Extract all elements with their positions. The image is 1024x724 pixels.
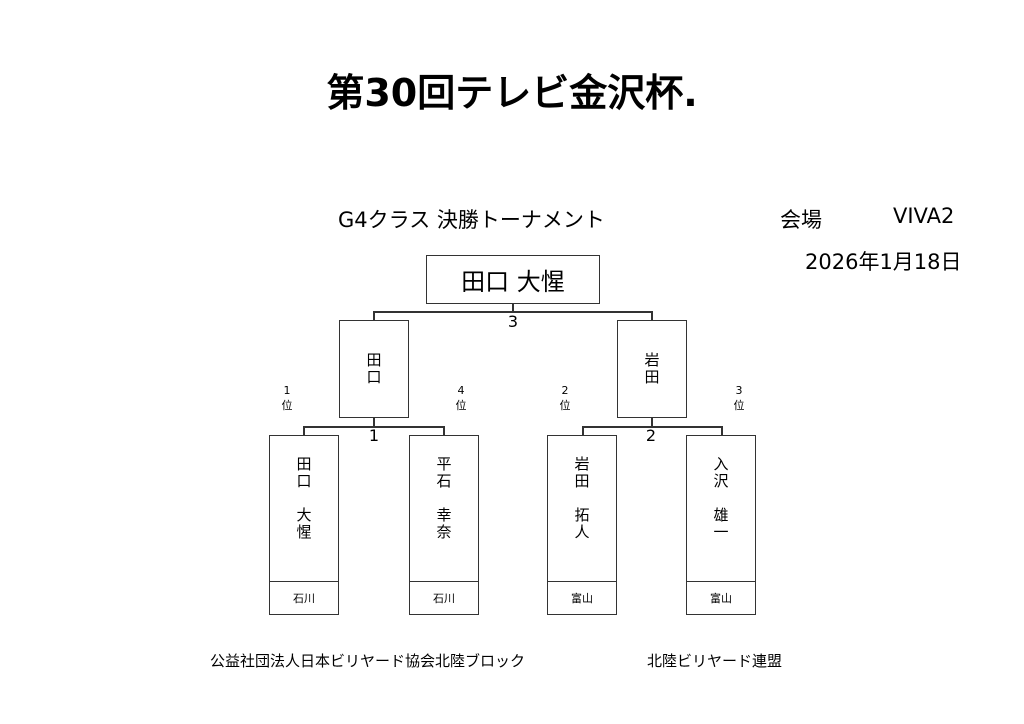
bracket-line (651, 311, 653, 320)
rank-number: 1 (283, 384, 291, 397)
rank-suffix: 位 (281, 399, 293, 412)
bracket-line (512, 304, 514, 312)
bracket-line (373, 418, 375, 427)
bracket-line (582, 426, 722, 428)
bracket-line (303, 426, 305, 435)
player-box: 岩田 拓人 富山 (547, 435, 617, 615)
semi-score-left: 1 (368, 426, 380, 445)
player-name: 入沢 雄一 (711, 456, 730, 541)
semi-score-right: 2 (645, 426, 657, 445)
player-prefecture: 石川 (410, 581, 478, 614)
venue: VIVA2 (893, 204, 955, 228)
footer-org-2: 北陸ビリヤード連盟 (647, 652, 783, 670)
bracket-line (303, 426, 444, 428)
player-name: 田口 大惺 (294, 456, 313, 541)
semifinal-box-left: 田口 (339, 320, 409, 418)
player-prefecture: 富山 (687, 581, 755, 614)
bracket-line (651, 418, 653, 427)
bracket-line (582, 426, 584, 435)
bracket-line (373, 311, 652, 313)
rank-number: 4 (457, 384, 465, 397)
player-box: 田口 大惺 石川 (269, 435, 339, 615)
champion-box: 田口 大惺 (426, 255, 600, 304)
rank-suffix: 位 (733, 399, 745, 412)
player-prefecture: 富山 (548, 581, 616, 614)
final-score: 3 (507, 312, 519, 331)
bracket-line (721, 426, 723, 435)
rank-number: 3 (735, 384, 743, 397)
bracket-line (443, 426, 445, 435)
player-box: 平石 幸奈 石川 (409, 435, 479, 615)
venue-label: 会場 (780, 208, 822, 232)
event-date: 2026年1月18日 (805, 250, 962, 274)
player-prefecture: 石川 (270, 581, 338, 614)
bracket-line (373, 311, 375, 320)
player-name: 岩田 拓人 (572, 456, 591, 541)
player-name: 平石 幸奈 (434, 456, 453, 541)
semifinal-box-right: 岩田 (617, 320, 687, 418)
semifinal-name: 岩田 (642, 352, 661, 386)
semifinal-name: 田口 (364, 352, 383, 386)
rank-suffix: 位 (559, 399, 571, 412)
rank-suffix: 位 (455, 399, 467, 412)
footer-org-1: 公益社団法人日本ビリヤード協会北陸ブロック (210, 652, 526, 670)
subtitle: G4クラス 決勝トーナメント (338, 208, 605, 232)
rank-number: 2 (561, 384, 569, 397)
player-box: 入沢 雄一 富山 (686, 435, 756, 615)
page-title: 第30回テレビ金沢杯. (326, 71, 698, 115)
